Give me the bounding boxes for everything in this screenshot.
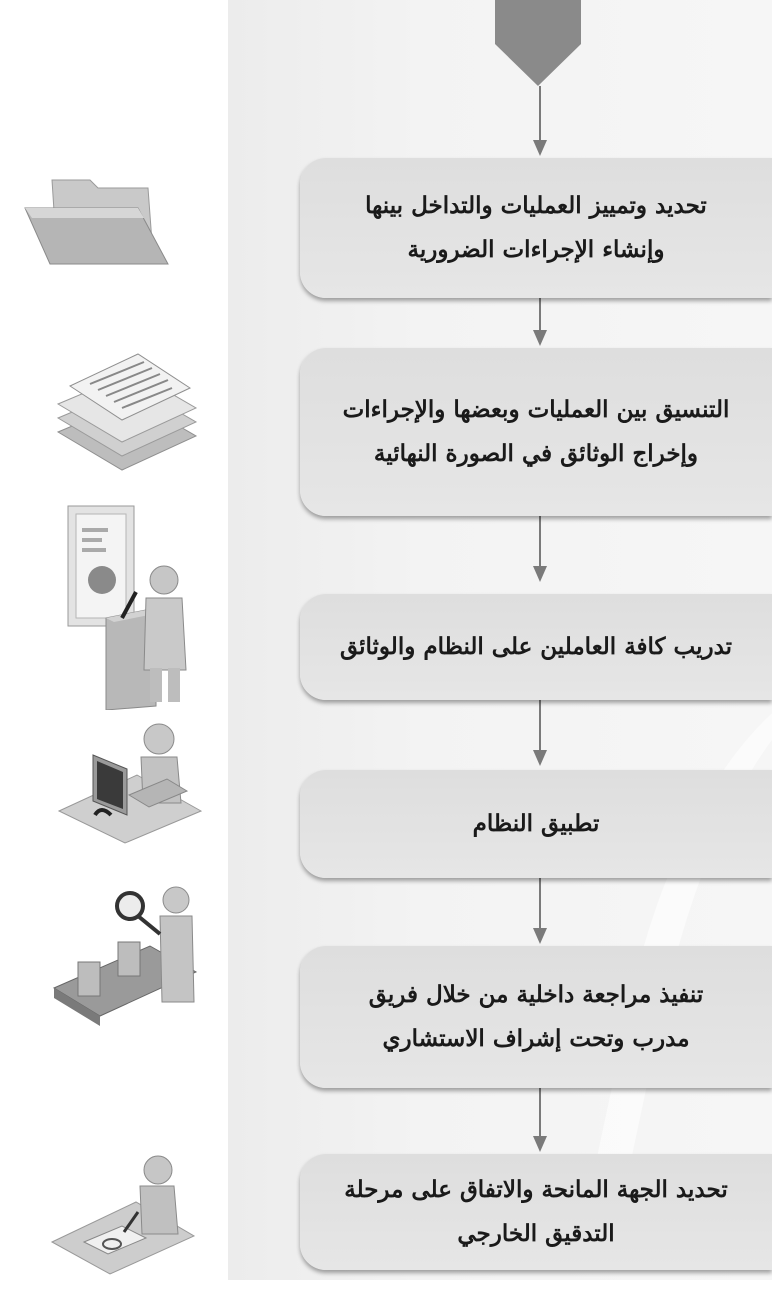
top-chevron-arrow-icon [495,0,581,86]
flow-step-3: تدريب كافة العاملين على النظام والوثائق [300,594,772,700]
connector-arrow-1 [533,298,547,346]
flow-step-label: تطبيق النظام [472,810,600,837]
person-at-computer-icon [57,723,203,844]
flow-step-label: تحديد الجهة المانحة والاتفاق على مرحلة ا… [344,1176,728,1247]
flow-step-label: تحديد وتمييز العمليات والتداخل بينها وإن… [365,192,707,263]
flow-step-6: تحديد الجهة المانحة والاتفاق على مرحلة ا… [300,1154,772,1270]
inspector-magnifier-icon [52,886,198,1026]
flow-step-1: تحديد وتمييز العمليات والتداخل بينها وإن… [300,158,772,298]
connector-arrow-2 [533,516,547,582]
folder-icon [24,179,169,265]
presenter-training-icon [67,505,187,710]
flow-step-5: تنفيذ مراجعة داخلية من خلال فريق مدرب وت… [300,946,772,1088]
person-signing-document-icon [50,1155,196,1275]
flow-step-label: تنفيذ مراجعة داخلية من خلال فريق مدرب وت… [368,981,704,1052]
connector-arrow-0 [533,86,547,156]
flow-step-label: التنسيق بين العمليات وبعضها والإجراءات و… [342,396,730,467]
connector-arrow-4 [533,878,547,944]
flow-step-2: التنسيق بين العمليات وبعضها والإجراءات و… [300,348,772,516]
connector-arrow-5 [533,1088,547,1152]
flow-step-label: تدريب كافة العاملين على النظام والوثائق [339,633,733,660]
flow-step-4: تطبيق النظام [300,770,772,878]
connector-arrow-3 [533,700,547,766]
documents-stack-icon [56,353,198,471]
